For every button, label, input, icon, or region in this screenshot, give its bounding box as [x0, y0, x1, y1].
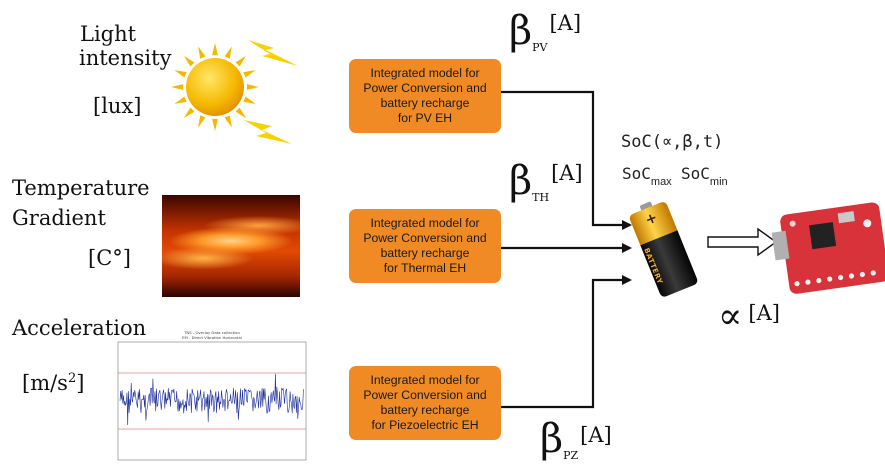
sun-ray	[243, 96, 256, 104]
sun-ray	[212, 118, 218, 131]
board-pin	[827, 276, 833, 282]
board-pin	[859, 271, 865, 278]
sun-ray	[183, 55, 195, 67]
vibration-waveform	[119, 373, 304, 426]
board-pin	[870, 270, 876, 276]
temperature-unit: [C°]	[88, 246, 131, 270]
plot-title: TNS - Overlay Data collection EM - Direc…	[182, 330, 242, 340]
thermal-model-box: Integrated model for Power Conversion an…	[349, 209, 501, 283]
light-intensity-label: Light intensity	[79, 22, 172, 71]
acceleration-label: Acceleration	[12, 316, 147, 340]
vibration-plot: TNS - Overlay Data collection EM - Direc…	[112, 330, 320, 470]
sun-ray	[224, 46, 232, 59]
board-pin	[816, 278, 822, 284]
light-unit: [lux]	[93, 94, 142, 118]
beta-pz-label: βPZ[A]	[540, 416, 612, 462]
sun-ray	[198, 115, 206, 128]
acceleration-unit: [m/s2]	[22, 371, 85, 395]
board-pin	[794, 281, 800, 287]
board-pin	[848, 273, 855, 279]
sun-ray	[243, 70, 256, 78]
piezo-model-box: Integrated model for Power Conversion an…	[349, 366, 501, 440]
sun-ray	[171, 84, 184, 90]
beta-pv-label: βPV[A]	[509, 8, 582, 54]
sun-ray	[183, 107, 195, 119]
pv-model-box: Integrated model for Power Conversion an…	[349, 59, 501, 133]
piezo-arrow	[501, 275, 632, 409]
sun-ray	[174, 96, 187, 104]
thermal-image	[162, 195, 300, 297]
board-pin	[805, 279, 811, 285]
sun-ray	[212, 43, 218, 56]
temperature-gradient-label: Temperature Gradient	[12, 176, 150, 231]
sun-ray	[235, 55, 247, 67]
soc-formula: SoC(∝,β,t)	[621, 132, 724, 152]
beta-th-label: βTH[A]	[509, 158, 583, 204]
soc-max-label: SoCmax	[622, 164, 672, 188]
sun-ray	[198, 46, 206, 59]
alpha-label: ∝[A]	[718, 296, 780, 337]
lightning-bolt-icon	[244, 120, 292, 144]
sun-ray	[235, 107, 247, 119]
board-pin	[837, 274, 844, 281]
lightning-bolt-icon	[248, 40, 298, 66]
sun-ray	[224, 115, 232, 128]
soc-min-label: SoCmin	[681, 164, 728, 188]
sun-ray	[246, 84, 259, 90]
sun-ray	[174, 70, 187, 78]
output-arrow	[707, 227, 778, 257]
battery-icon: + BATTERY	[626, 196, 699, 300]
